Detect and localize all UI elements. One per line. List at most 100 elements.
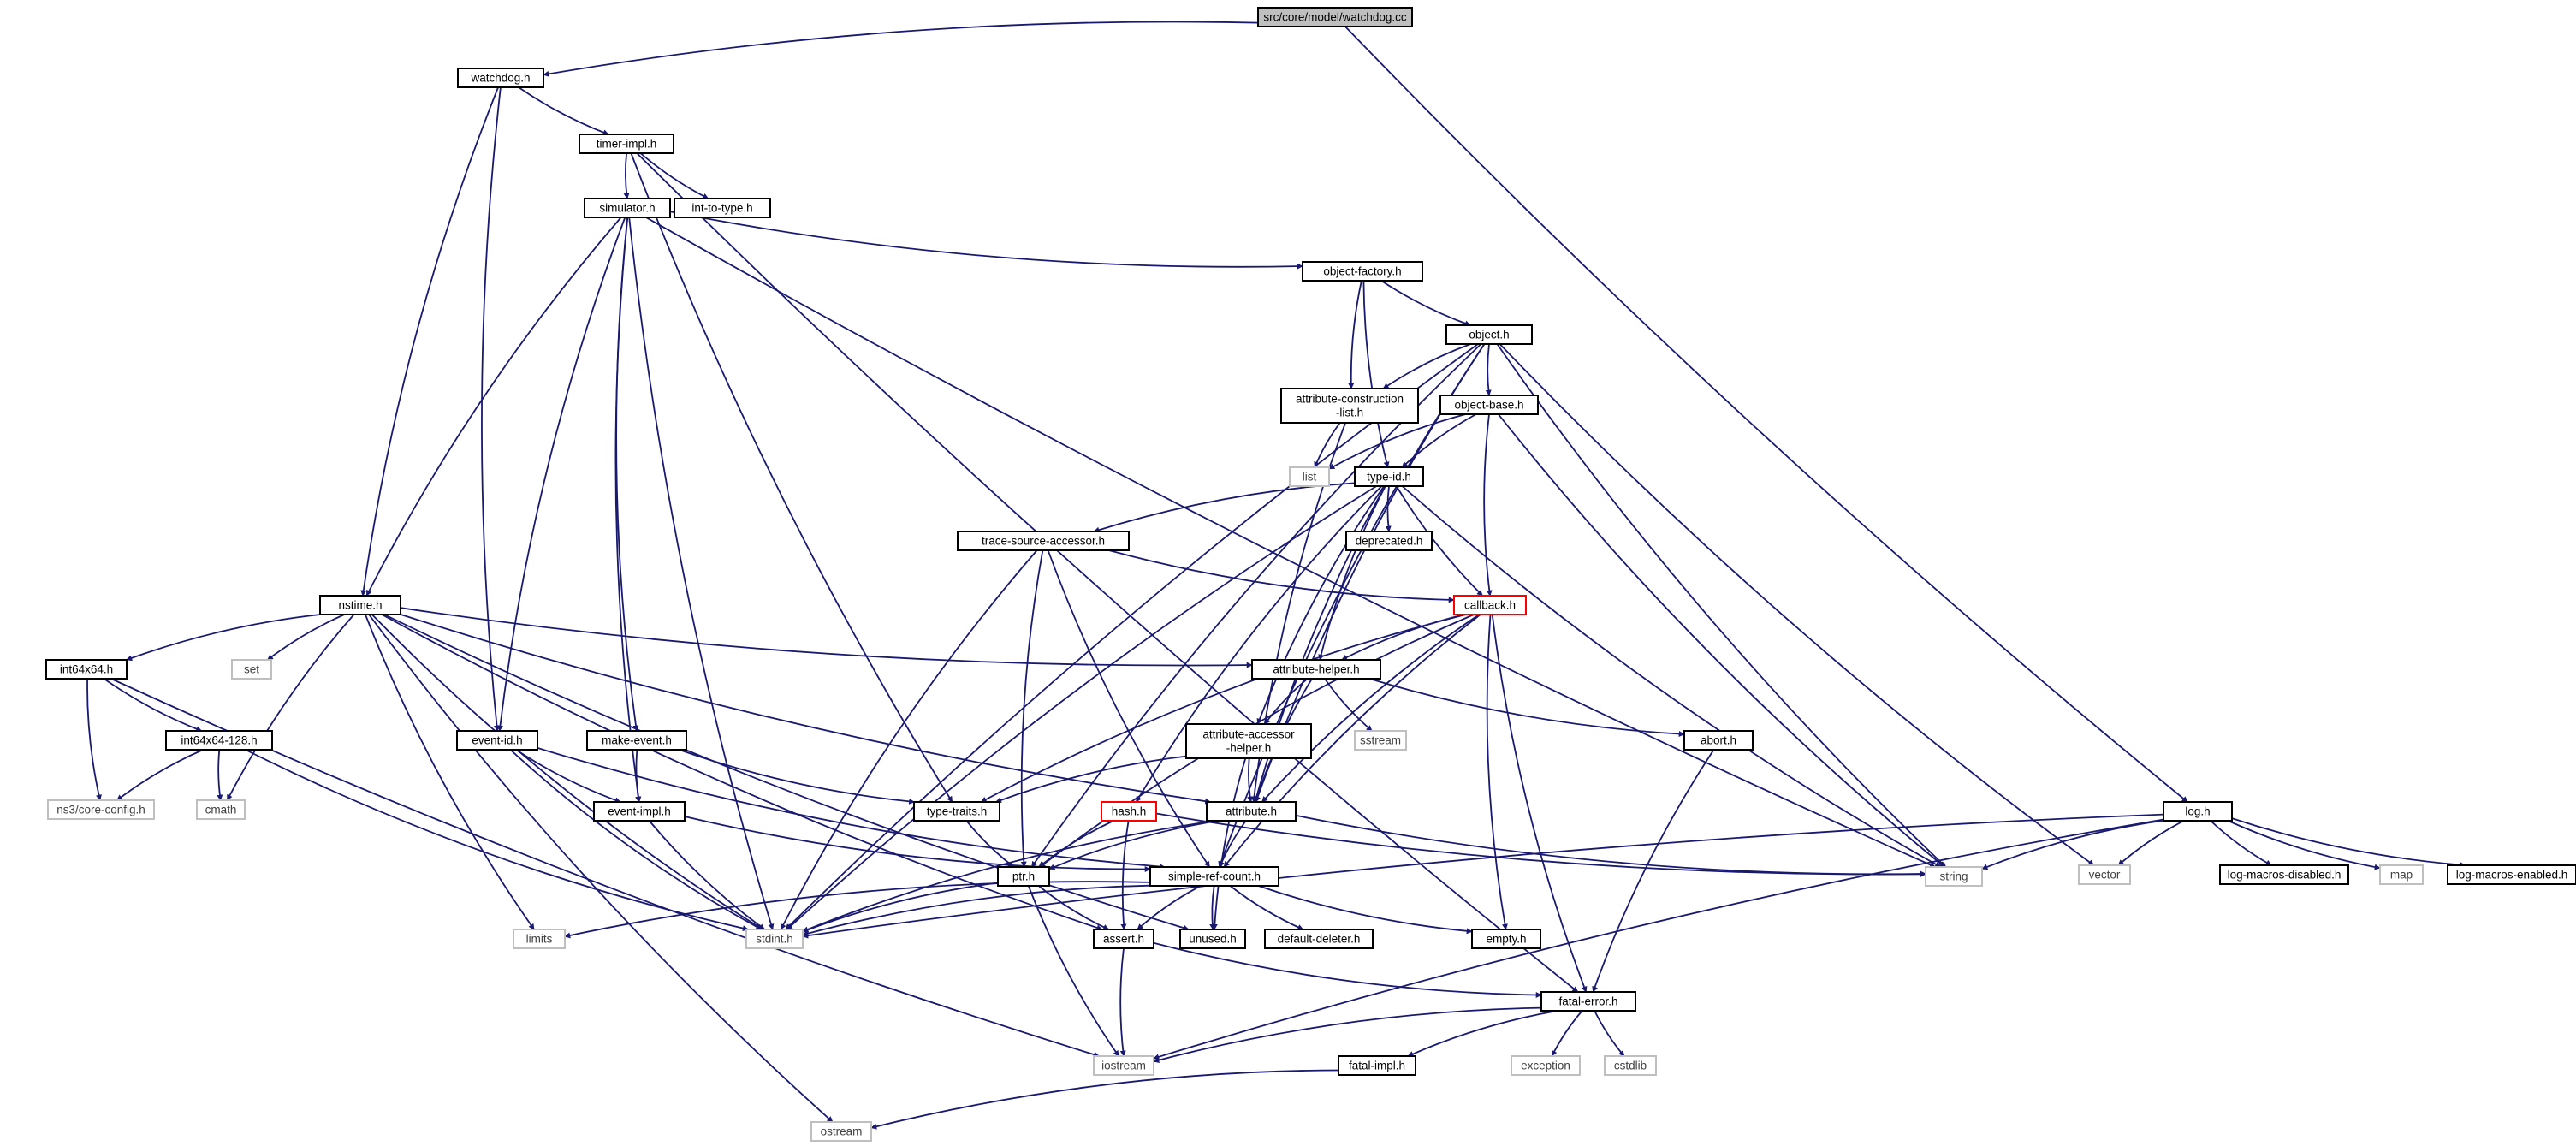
edge-simulator-to-object_factory xyxy=(669,211,1303,270)
node-type-id[interactable]: type-id.h xyxy=(1354,466,1424,487)
node-label: src/core/model/watchdog.cc xyxy=(1263,11,1407,24)
edge-nstime-to-attribute_h xyxy=(400,614,1212,805)
node-deprecated[interactable]: deprecated.h xyxy=(1345,531,1433,551)
node-box xyxy=(457,68,544,88)
node-label: empty.h xyxy=(1486,933,1526,946)
node-label: limits xyxy=(526,933,553,946)
edge-nstime-to-ostream xyxy=(368,614,834,1123)
edge-attr_accessor-to-unused xyxy=(1211,757,1247,930)
node-object-base[interactable]: object-base.h xyxy=(1439,395,1539,415)
node-ostream[interactable]: ostream xyxy=(810,1121,872,1142)
node-vector[interactable]: vector xyxy=(2078,864,2131,885)
edge-object_h-to-attr_constr xyxy=(1382,343,1471,389)
node-type-traits[interactable]: type-traits.h xyxy=(913,801,1000,822)
node-sstream[interactable]: sstream xyxy=(1354,730,1407,751)
node-label: type-id.h xyxy=(1367,471,1411,484)
node-hash-h[interactable]: hash.h xyxy=(1101,801,1157,822)
node-event-impl[interactable]: event-impl.h xyxy=(593,801,686,822)
edge-simple_ref-to-default_deleter xyxy=(1229,885,1304,930)
node-box xyxy=(745,929,804,949)
node-box xyxy=(1179,929,1246,949)
edge-int64x64-to-int64x64_128 xyxy=(103,678,203,732)
node-box xyxy=(997,866,1050,887)
edge-attr_helper-to-attr_accessor xyxy=(1264,678,1309,725)
node-box xyxy=(1439,395,1539,415)
node-log-h[interactable]: log.h xyxy=(2163,801,2233,822)
node-label: abort.h xyxy=(1701,734,1736,747)
node-map[interactable]: map xyxy=(2379,864,2424,885)
node-make-event[interactable]: make-event.h xyxy=(586,730,687,751)
node-attr-helper[interactable]: attribute-helper.h xyxy=(1251,659,1381,680)
node-int64x64-128[interactable]: int64x64-128.h xyxy=(165,730,273,751)
node-log-enabled[interactable]: log-macros-enabled.h xyxy=(2447,864,2576,885)
node-int64x64[interactable]: int64x64.h xyxy=(45,659,128,680)
node-ptr-h[interactable]: ptr.h xyxy=(997,866,1050,887)
node-fatal-impl[interactable]: fatal-impl.h xyxy=(1338,1055,1416,1076)
node-iostream[interactable]: iostream xyxy=(1093,1055,1154,1076)
node-watchdog-h[interactable]: watchdog.h xyxy=(457,68,544,88)
edge-watchdog_h-to-timer_impl xyxy=(518,86,609,136)
edge-make_event-to-type_traits xyxy=(679,749,916,805)
node-attr-accessor[interactable]: attribute-accessor-helper.h xyxy=(1185,723,1312,759)
node-timer-impl[interactable]: timer-impl.h xyxy=(579,134,674,154)
node-attribute-h[interactable]: attribute.h xyxy=(1206,801,1297,822)
node-box xyxy=(47,799,155,820)
node-exception[interactable]: exception xyxy=(1511,1055,1581,1076)
edge-fatal_error-to-cstdlib xyxy=(1594,1010,1625,1057)
edge-nstime-to-cmath xyxy=(226,614,355,801)
edge-log_h-to-string xyxy=(1981,819,2164,870)
node-trace-src[interactable]: trace-source-accessor.h xyxy=(957,531,1130,551)
node-string[interactable]: string xyxy=(1925,866,1983,887)
node-ns3-core-config[interactable]: ns3/core-config.h xyxy=(47,799,155,820)
node-object-factory[interactable]: object-factory.h xyxy=(1302,261,1423,282)
node-limits[interactable]: limits xyxy=(513,929,566,949)
node-log-disabled[interactable]: log-macros-disabled.h xyxy=(2219,864,2349,885)
node-box xyxy=(1302,261,1423,282)
edge-assert_h-to-iostream xyxy=(1119,947,1126,1057)
node-int-to-type[interactable]: int-to-type.h xyxy=(674,198,771,218)
edge-nstime-to-stdint xyxy=(371,614,763,930)
node-box xyxy=(513,929,566,949)
edge-attr_accessor-to-type_traits xyxy=(995,755,1187,804)
node-simple-ref[interactable]: simple-ref-count.h xyxy=(1149,866,1279,887)
node-nstime[interactable]: nstime.h xyxy=(319,595,401,615)
node-stdint[interactable]: stdint.h xyxy=(745,929,804,949)
node-label: cstdlib xyxy=(1614,1060,1647,1072)
node-label: simulator.h xyxy=(599,202,655,215)
edge-type_id-to-deprecated xyxy=(1385,485,1392,532)
edge-attribute_h-to-ptr_h xyxy=(1048,820,1219,870)
edge-int64x64_128-to-ns3_core_config xyxy=(116,749,204,801)
edge-log_h-to-iostream xyxy=(1153,818,2164,1060)
node-box xyxy=(1925,866,1983,887)
node-label: log-macros-disabled.h xyxy=(2228,869,2342,882)
edge-fatal_error-to-iostream xyxy=(1153,1006,1542,1063)
node-fatal-error[interactable]: fatal-error.h xyxy=(1540,991,1636,1012)
node-default-deleter[interactable]: default-deleter.h xyxy=(1264,929,1374,949)
edge-object_factory-to-type_id xyxy=(1362,280,1390,468)
node-object-h[interactable]: object.h xyxy=(1445,324,1533,345)
node-set[interactable]: set xyxy=(231,659,272,680)
node-cmath[interactable]: cmath xyxy=(196,799,246,820)
node-cstdlib[interactable]: cstdlib xyxy=(1604,1055,1657,1076)
node-abort-h[interactable]: abort.h xyxy=(1683,730,1754,751)
edge-fatal_error-to-exception xyxy=(1551,1010,1583,1057)
node-empty-h[interactable]: empty.h xyxy=(1471,929,1541,949)
edge-attr_accessor-to-attribute_h xyxy=(1247,757,1254,803)
node-box xyxy=(165,730,273,751)
node-label: int64x64.h xyxy=(60,663,113,676)
node-unused[interactable]: unused.h xyxy=(1179,929,1246,949)
node-assert-h[interactable]: assert.h xyxy=(1093,929,1154,949)
node-box xyxy=(1149,866,1279,887)
node-watchdog-cc[interactable]: src/core/model/watchdog.cc xyxy=(1257,7,1413,27)
edge-attribute_h-to-simple_ref xyxy=(1219,820,1247,868)
node-event-id[interactable]: event-id.h xyxy=(456,730,538,751)
edge-ptr_h-to-iostream xyxy=(1027,885,1119,1057)
node-callback[interactable]: callback.h xyxy=(1453,595,1527,615)
node-attr-constr[interactable]: attribute-construction-list.h xyxy=(1280,388,1419,424)
node-label: hash.h xyxy=(1112,805,1147,818)
edge-event_id-to-event_impl xyxy=(515,749,621,804)
node-list[interactable]: list xyxy=(1289,466,1330,487)
edge-watchdog_h-to-event_id xyxy=(481,86,502,732)
node-simulator[interactable]: simulator.h xyxy=(584,198,671,218)
node-box xyxy=(593,801,686,822)
